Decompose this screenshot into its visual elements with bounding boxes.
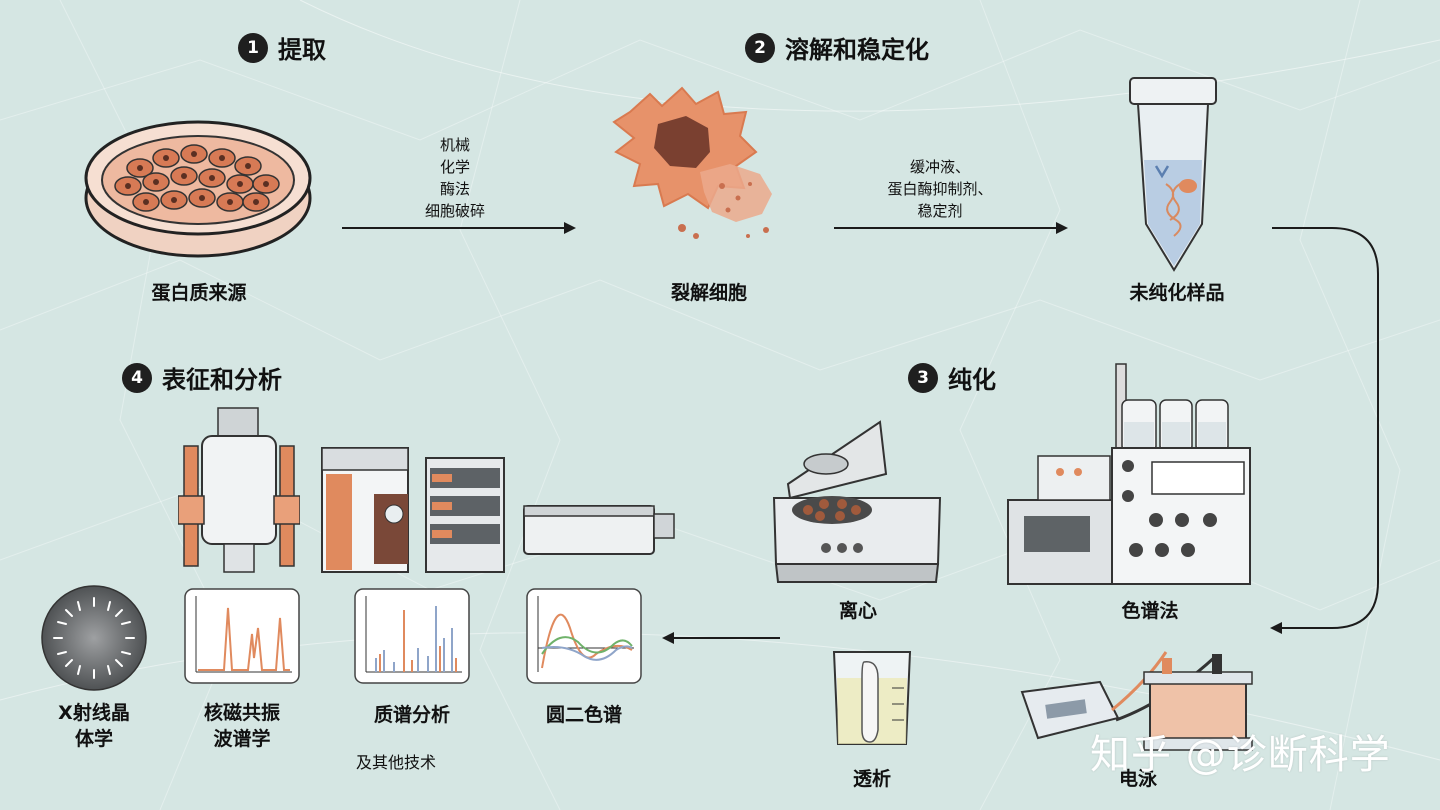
cd-spectrum-icon <box>526 588 642 684</box>
step-2-badge: 2 <box>745 32 775 63</box>
centrifuge-icon <box>772 420 942 583</box>
solubilization-agent: 缓冲液、 <box>909 158 970 176</box>
mass-spec-label: 质谱分析 <box>373 704 450 726</box>
step-3-title: 纯化 <box>948 366 996 394</box>
arrow-right-icon <box>834 222 1068 234</box>
electrophoresis-icon <box>1020 651 1253 751</box>
arrow-left-icon <box>662 632 780 644</box>
solubilization-agent: 稳定剂 <box>917 202 963 220</box>
mass-spectrometer-icon <box>321 447 505 573</box>
xray-label-line: 体学 <box>74 728 113 750</box>
step-1-header: 1 提取 <box>238 30 326 65</box>
arrow-right-icon <box>342 222 576 234</box>
lysed-cell-icon <box>612 86 772 239</box>
chromatography-system-icon <box>1007 363 1251 585</box>
nmr-label-line: 波谱学 <box>213 728 271 750</box>
step-4-header: 4 表征和分析 <box>122 360 282 395</box>
petri-dish-icon <box>84 120 312 258</box>
dialysis-label: 透析 <box>852 768 891 790</box>
extraction-method: 酶法 <box>439 180 470 198</box>
unpurified-sample-label: 未纯化样品 <box>1129 282 1225 304</box>
nmr-label-line: 核磁共振 <box>203 702 280 724</box>
chromatography-label: 色谱法 <box>1121 600 1179 622</box>
step-2-title: 溶解和稳定化 <box>785 36 929 64</box>
curved-arrow-icon <box>1270 227 1379 634</box>
step-2-header: 2 溶解和稳定化 <box>745 30 929 65</box>
dialysis-beaker-icon <box>832 651 912 745</box>
step-1-badge: 1 <box>238 32 268 63</box>
extraction-method: 化学 <box>439 158 470 176</box>
nmr-spectrum-icon <box>184 588 300 684</box>
nmr-label: 核磁共振 波谱学 <box>184 700 300 752</box>
solubilization-agent: 蛋白酶抑制剂、 <box>887 180 993 198</box>
extraction-method: 细胞破碎 <box>424 202 485 220</box>
lysed-cells-label: 裂解细胞 <box>670 282 747 304</box>
solubilization-agents: 缓冲液、 蛋白酶抑制剂、 稳定剂 <box>860 156 1020 222</box>
xray-label: X射线晶 体学 <box>38 700 150 752</box>
step-3-badge: 3 <box>908 362 938 393</box>
extraction-method: 机械 <box>439 136 470 154</box>
step-1-title: 提取 <box>278 36 326 64</box>
protein-source-label: 蛋白质来源 <box>151 282 247 304</box>
xray-diffraction-icon <box>41 585 147 691</box>
step-3-header: 3 纯化 <box>908 360 996 395</box>
cd-spectrometer-icon <box>523 505 675 555</box>
step-4-title: 表征和分析 <box>162 366 282 394</box>
electrophoresis-label: 电泳 <box>1118 768 1157 790</box>
nmr-spectrometer-icon <box>178 407 300 573</box>
sample-tube-icon <box>1129 77 1217 272</box>
centrifuge-label: 离心 <box>838 600 877 622</box>
mass-spectrum-icon <box>354 588 470 684</box>
xray-label-line: X射线晶 <box>58 702 130 724</box>
step-4-badge: 4 <box>122 362 152 393</box>
extraction-methods: 机械 化学 酶法 细胞破碎 <box>400 134 510 222</box>
cd-label: 圆二色谱 <box>545 704 622 726</box>
watermark-text: 知乎 @诊断科学 <box>1090 732 1391 778</box>
other-techniques-label: 及其他技术 <box>355 753 436 772</box>
